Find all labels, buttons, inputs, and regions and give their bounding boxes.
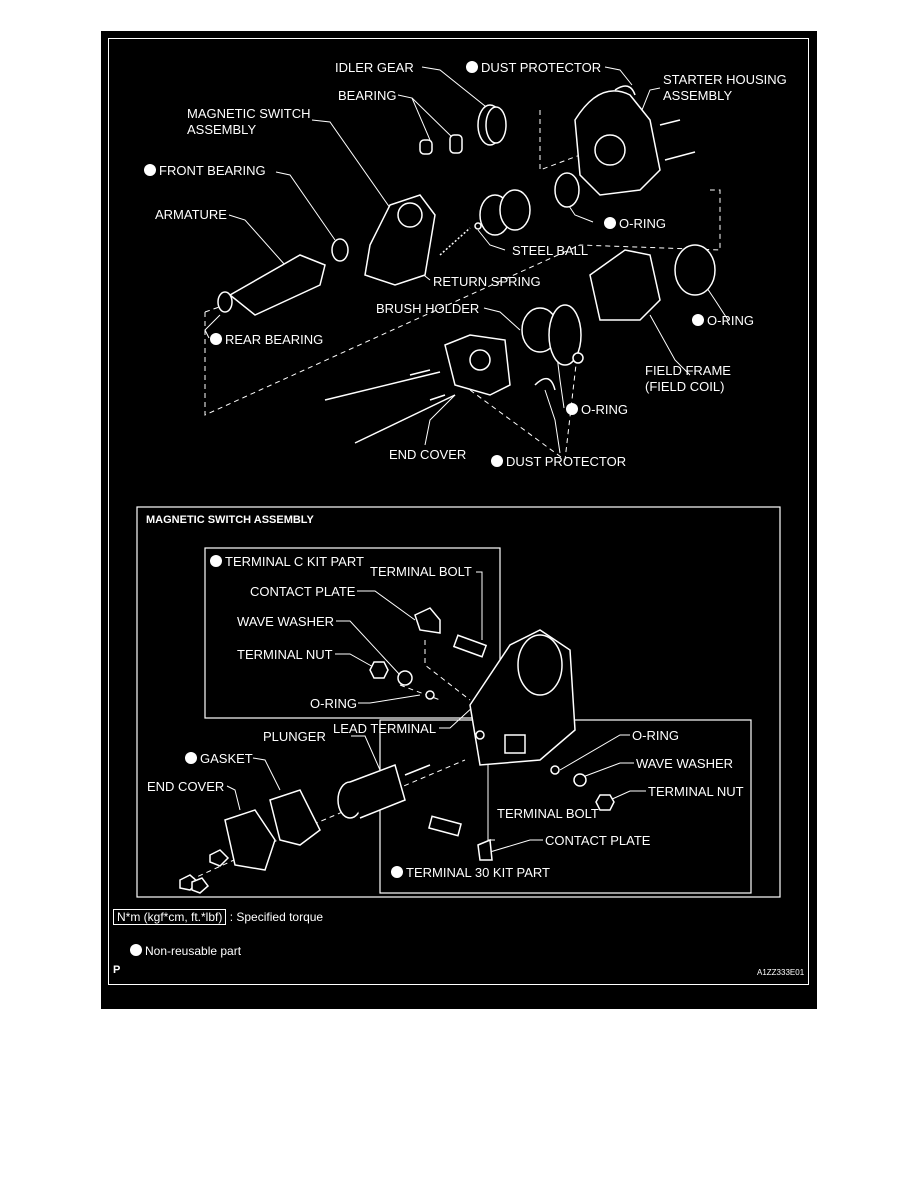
label-o-ring-1: O-RING <box>604 216 666 231</box>
label-front-bearing: FRONT BEARING <box>144 163 266 178</box>
label-starter-housing-line1: STARTER HOUSING <box>663 72 787 87</box>
label-idler-gear: IDLER GEAR <box>335 60 414 75</box>
label-rear-bearing: REAR BEARING <box>210 332 323 347</box>
legend-non-reusable: Non-reusable part <box>130 944 241 959</box>
label-armature: ARMATURE <box>155 207 227 222</box>
label-o-ring-2: O-RING <box>692 313 754 328</box>
armature-shape <box>228 254 326 316</box>
label-lead-terminal: LEAD TERMINAL <box>333 721 437 736</box>
diagram-frame <box>101 31 817 1009</box>
label-dust-protector-top: DUST PROTECTOR <box>466 60 601 75</box>
label-steel-ball: STEEL BALL <box>512 243 589 258</box>
label-end-cover: END COVER <box>389 447 467 462</box>
lower-parts <box>179 607 615 894</box>
legend-torque-box: N*m (kgf*cm, ft.*lbf) <box>113 909 227 925</box>
label-field-frame-line1: FIELD FRAME <box>645 363 731 378</box>
label-return-spring: RETURN SPRING <box>433 274 541 289</box>
label-bearing: BEARING <box>338 88 397 103</box>
label-wave-washer-right: WAVE WASHER <box>636 756 734 771</box>
label-terminal-bolt-bottom: TERMINAL BOLT <box>497 806 599 821</box>
inset-title: MAGNETIC SWITCH ASSEMBLY <box>146 514 314 526</box>
label-o-ring-left: O-RING <box>310 696 357 711</box>
label-o-ring-right: O-RING <box>632 728 679 743</box>
label-terminal-c-kit: TERMINAL C KIT PART <box>210 554 364 569</box>
legend-torque: N*m (kgf*cm, ft.*lbf) : Specified torque <box>113 909 324 925</box>
label-starter-housing-line2: ASSEMBLY <box>663 88 733 103</box>
label-terminal-bolt-top: TERMINAL BOLT <box>370 564 472 579</box>
label-magnetic-switch-line2: ASSEMBLY <box>187 122 257 137</box>
label-terminal-30-kit: TERMINAL 30 KIT PART <box>391 865 550 880</box>
label-gasket: GASKET <box>185 751 253 766</box>
label-magnetic-switch-line1: MAGNETIC SWITCH <box>187 106 311 121</box>
label-terminal-nut-left: TERMINAL NUT <box>237 647 333 662</box>
label-o-ring-3: O-RING <box>566 402 628 417</box>
figure-code: A1ZZ333E01 <box>757 968 805 977</box>
label-terminal-nut-right: TERMINAL NUT <box>648 784 744 799</box>
leader-lines-lower <box>226 571 646 853</box>
legend-torque-text: : Specified torque <box>229 910 324 924</box>
label-end-cover-lower: END COVER <box>147 779 225 794</box>
label-contact-plate-bottom: CONTACT PLATE <box>545 833 651 848</box>
label-wave-washer-left: WAVE WASHER <box>237 614 335 629</box>
label-dust-protector-bottom: DUST PROTECTOR <box>491 454 626 469</box>
label-plunger: PLUNGER <box>263 729 326 744</box>
field-frame-shape <box>589 249 661 321</box>
terminal-c-kit-box <box>204 547 501 719</box>
label-brush-holder: BRUSH HOLDER <box>376 301 480 316</box>
upper-parts <box>217 85 716 444</box>
page-marker: P <box>113 964 121 976</box>
diagram-inner-border <box>108 38 809 985</box>
magnetic-switch-inset-box <box>136 506 781 898</box>
label-contact-plate-top: CONTACT PLATE <box>250 584 356 599</box>
label-field-frame-line2: (FIELD COIL) <box>645 379 725 394</box>
